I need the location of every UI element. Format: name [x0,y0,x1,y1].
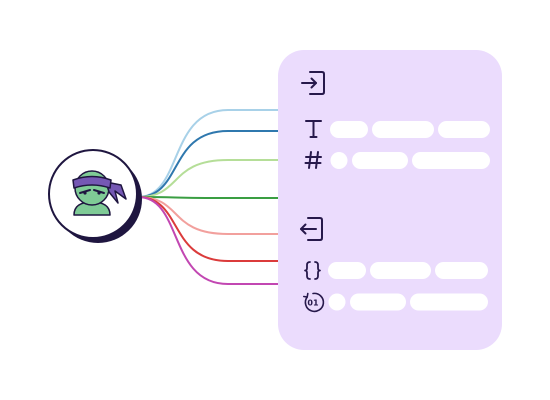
connector-input-header [137,109,280,198]
placeholder-pill [438,121,490,138]
binary-row-placeholders [328,293,488,311]
placeholder-pill [330,121,368,138]
placeholder-pill [410,293,488,311]
placeholder-pill [435,262,488,279]
connector-lines [137,109,280,285]
placeholder-pill [370,262,431,279]
svg-text:01: 01 [307,299,319,308]
placeholder-pill [328,262,366,279]
connector-text-row [137,130,280,198]
object-row-placeholders [328,262,488,279]
connector-binary-row [137,196,280,285]
number-type-icon [304,151,322,169]
text-row-placeholders [330,121,490,138]
placeholder-pill [350,293,406,311]
ninja-avatar-icon [72,170,127,216]
placeholder-pill [352,152,408,169]
text-type-icon [305,120,322,138]
placeholder-pill [372,121,434,138]
connector-output-header [137,196,280,235]
output-arrow-icon [300,217,323,241]
placeholder-dot [328,293,346,311]
placeholder-pill [412,152,490,169]
placeholder-dot [330,152,348,169]
object-type-icon [304,261,321,280]
input-arrow-icon [301,71,325,95]
ninja-node [48,149,142,243]
connector-section-divider [137,196,280,199]
binary-type-icon: 01 [303,292,325,313]
number-row-placeholders [330,152,490,169]
connector-number-row [137,159,280,198]
